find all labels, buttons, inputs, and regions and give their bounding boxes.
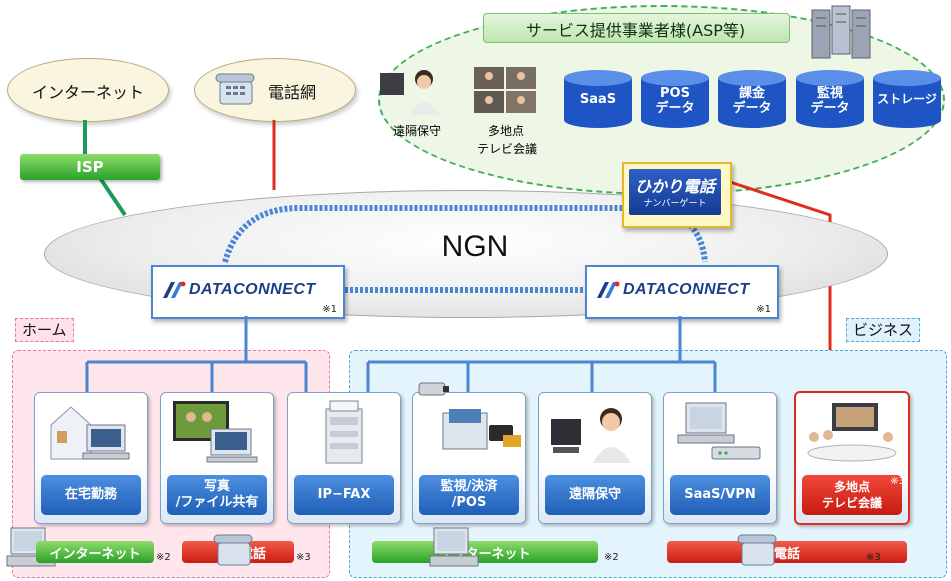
card-ip-fax-label: IP−FAX (317, 487, 371, 502)
remote-maintenance-photo-icon (380, 70, 440, 115)
pc-router-icon (677, 402, 761, 460)
card-remote-maintenance-label: 遠隔保守 (568, 487, 621, 502)
database-icon (873, 70, 941, 128)
card-photo-sharing-caption: 写真 /ファイル共有 (167, 475, 267, 515)
hikari-title: ひかり電話 (634, 177, 715, 196)
biz-internet-pc-icon (429, 527, 479, 567)
internet-cloud (7, 58, 169, 122)
card-monitoring-pos: 監視/決済 /POS (412, 382, 526, 524)
video-conference-photo-icon (474, 67, 536, 113)
server-rack-icon (811, 5, 871, 59)
card-home-office-caption: 在宅勤務 (41, 475, 141, 515)
card-video-conference-label-2: テレビ会議 (821, 496, 882, 510)
home-internet-pill: インターネット (36, 541, 154, 563)
asp-service-cylinder: 監視データ (794, 68, 866, 130)
asp-service-label-line2: データ (732, 101, 772, 116)
asp-service-cylinder: ストレージ (871, 68, 943, 130)
biz-internet-note: ※2 (604, 552, 619, 563)
card-saas-vpn-caption: SaaS/VPN (670, 475, 770, 515)
card-video-conference-caption: 多地点 テレビ会議 (802, 475, 902, 515)
house-pc-icon (50, 406, 130, 460)
database-icon (796, 70, 864, 128)
asp-service-label: 課金データ (716, 86, 788, 116)
card-video-conference: 多地点 テレビ会議 ※3 (794, 391, 910, 525)
card-photo-sharing-label-1: 写真 (203, 479, 230, 494)
asp-service-label-line1: 課金 (738, 86, 765, 101)
home-internet-label: インターネット (49, 546, 141, 562)
card-home-office: 在宅勤務 (34, 392, 148, 524)
asp-title: サービス提供事業者様(ASP等) (525, 21, 746, 40)
asp-service-cylinder: 課金データ (716, 68, 788, 130)
asp-service-label: 監視データ (794, 86, 866, 116)
database-icon (564, 70, 632, 128)
biz-phone-label: 電話 (773, 546, 800, 562)
home-phone-icon (213, 534, 253, 566)
asp-app-video-label-1: 多地点 (487, 124, 524, 138)
dataconnect-right: DATACONNECT ※1 (585, 265, 779, 319)
card-monitoring-pos-label-1: 監視/決済 (440, 479, 498, 494)
hikari-logo (629, 169, 721, 215)
database-icon (641, 70, 709, 128)
card-saas-vpn: SaaS/VPN (663, 392, 777, 524)
dataconnect-right-name: DATACONNECT (623, 281, 750, 298)
biz-phone-pill: 電話 (667, 541, 907, 563)
dataconnect-left-name: DATACONNECT (189, 281, 316, 298)
card-monitoring-pos-caption: 監視/決済 /POS (419, 475, 519, 515)
photo-tv-icon (173, 401, 258, 463)
asp-service-label-line1: SaaS (579, 92, 617, 107)
asp-service-label-line2: データ (810, 101, 850, 116)
hikari-subtitle: ナンバーゲート (643, 199, 707, 209)
ngn-label: NGN (441, 230, 509, 263)
home-tag: ホーム (15, 318, 74, 342)
biz-phone-note: ※3 (866, 552, 881, 563)
fax-machine-icon (325, 400, 363, 464)
asp-service-label-line1: 監視 (816, 86, 843, 101)
card-video-conference-label-1: 多地点 (833, 480, 870, 494)
database-icon (718, 70, 786, 128)
card-photo-sharing-label-2: /ファイル共有 (175, 495, 259, 510)
asp-app-video-label-2: テレビ会議 (476, 142, 537, 156)
operator-icon (551, 408, 631, 463)
asp-service-label: SaaS (562, 92, 634, 107)
card-photo-sharing: 写真 /ファイル共有 (160, 392, 274, 524)
meeting-room-icon (807, 403, 897, 462)
home-phone-note: ※3 (296, 552, 311, 563)
asp-service-cylinder: SaaS (562, 68, 634, 130)
card-saas-vpn-label: SaaS/VPN (684, 487, 756, 502)
asp-service-label-line1: POS (660, 86, 690, 101)
asp-service-label-line1: ストレージ (877, 92, 937, 106)
phone-network-label: 電話網 (268, 83, 317, 102)
business-tag: ビジネス (846, 318, 921, 342)
biz-internet-pill: インターネット (372, 541, 598, 563)
camera-pos-icon (418, 382, 521, 450)
home-internet-note: ※2 (156, 552, 171, 563)
asp-app-remote-label: 遠隔保守 (392, 124, 441, 138)
biz-phone-icon (737, 534, 777, 566)
card-home-office-label: 在宅勤務 (64, 487, 117, 502)
dataconnect-left-note: ※1 (322, 304, 337, 315)
dataconnect-logo-icon (163, 281, 186, 298)
card-remote-maintenance-caption: 遠隔保守 (545, 475, 645, 515)
internet-cloud-label: インターネット (32, 83, 145, 102)
card-video-conference-note: ※3 (890, 476, 905, 487)
isp-bar: ISP (20, 154, 160, 180)
dataconnect-left: DATACONNECT ※1 (151, 265, 345, 319)
dataconnect-logo-icon (597, 281, 620, 298)
card-ip-fax-caption: IP−FAX (294, 475, 394, 515)
card-monitoring-pos-label-2: /POS (451, 495, 487, 510)
asp-service-label-line2: データ (655, 101, 695, 116)
isp-label: ISP (76, 158, 104, 176)
asp-title-box (483, 13, 790, 43)
card-remote-maintenance: 遠隔保守 (538, 392, 652, 524)
card-ip-fax: IP−FAX (287, 392, 401, 524)
telephone-icon (215, 73, 255, 105)
asp-service-label: ストレージ (871, 92, 943, 107)
dataconnect-right-note: ※1 (756, 304, 771, 315)
